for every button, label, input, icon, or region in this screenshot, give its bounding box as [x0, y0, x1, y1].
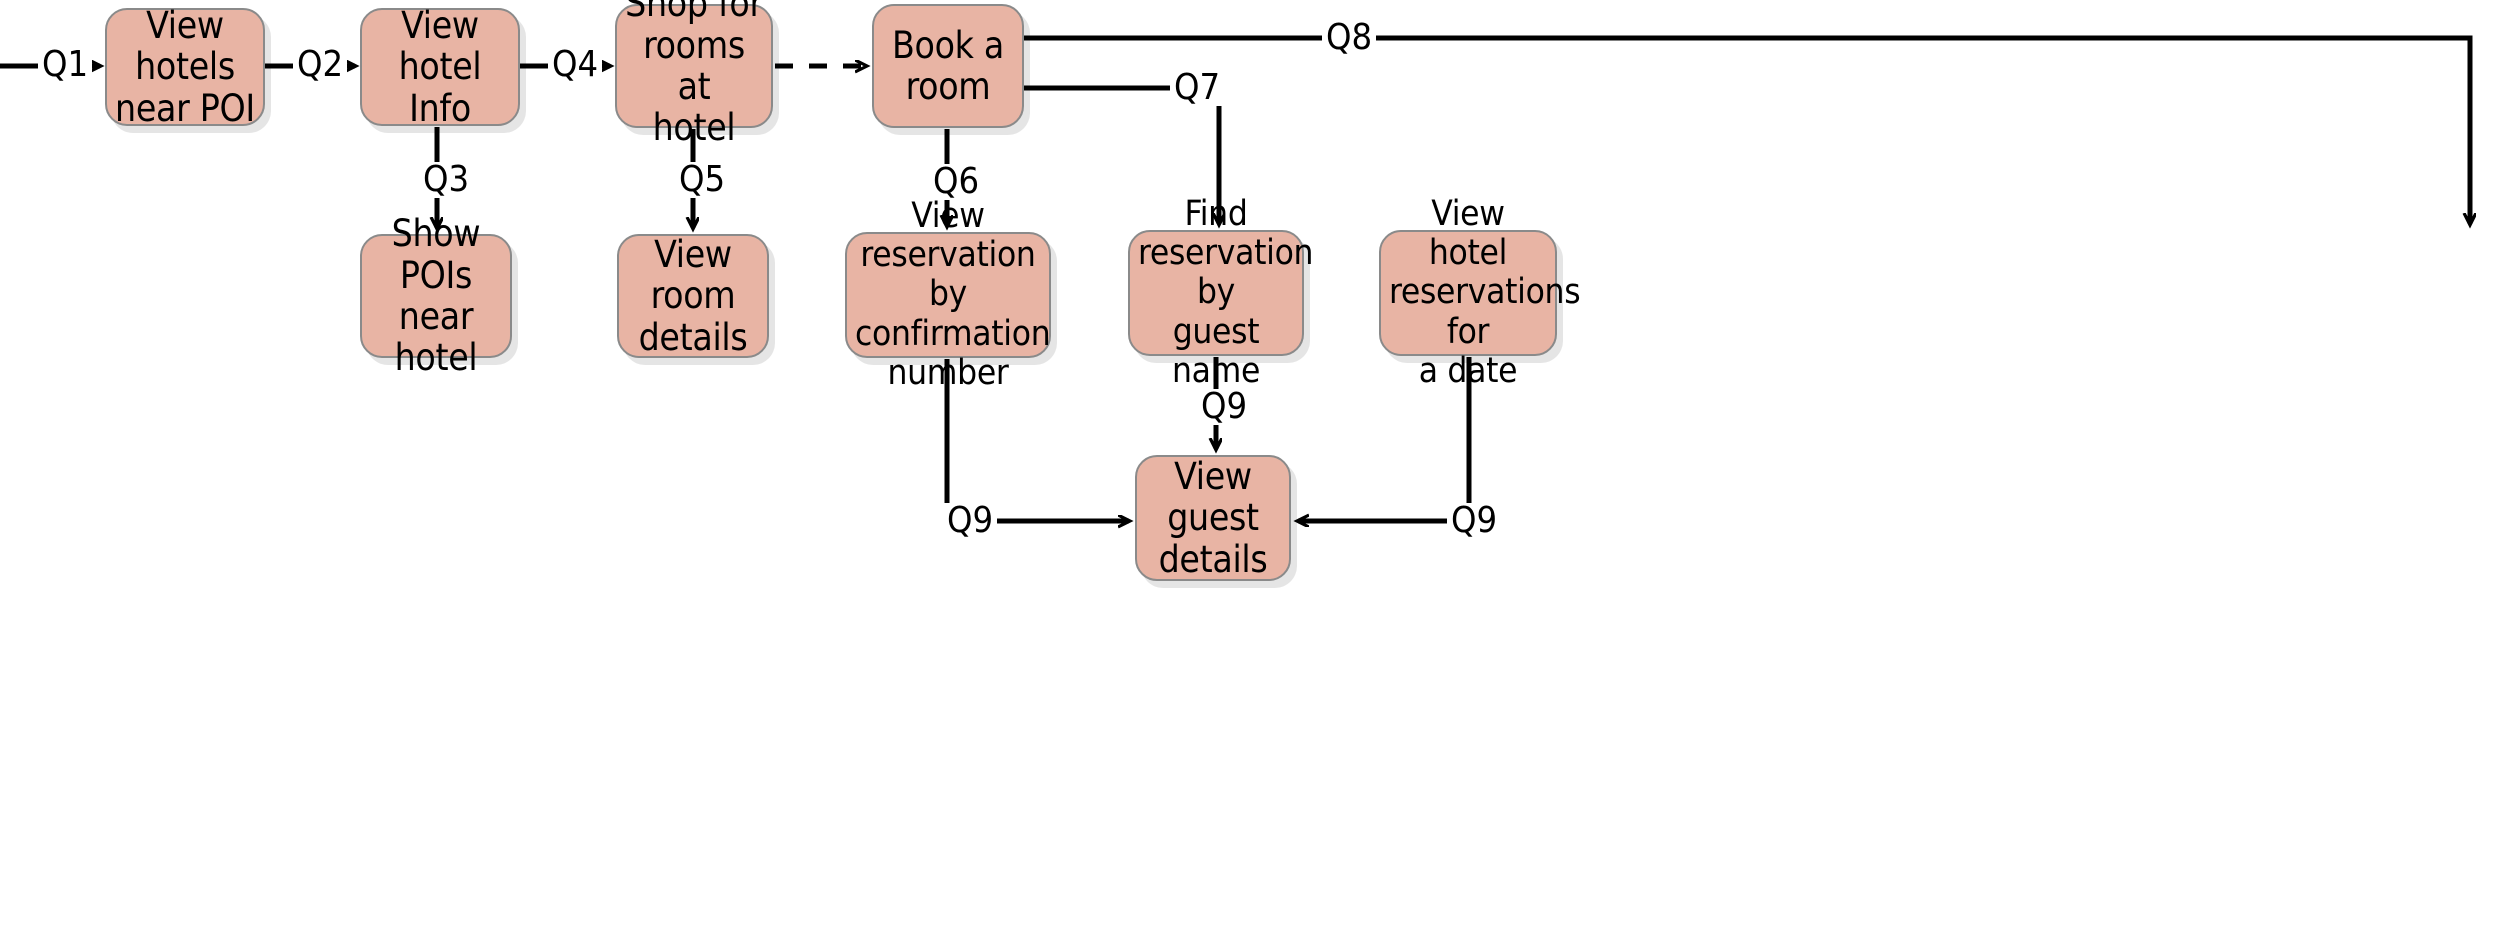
node-label: View guest details: [1158, 454, 1268, 581]
edge-label-q1: Q1: [38, 47, 93, 83]
node-view-hotel-info[interactable]: View hotel Info: [360, 3, 520, 130]
edge-book-room-to-hotel-reservations: [1024, 35, 2470, 224]
node-label: View room details: [638, 232, 748, 359]
node-book-a-room[interactable]: Book a room: [872, 4, 1024, 128]
node-label: View hotel Info: [398, 3, 482, 130]
node-view-room-details[interactable]: View room details: [617, 234, 769, 358]
edge-label-q7: Q7: [1170, 70, 1225, 106]
node-label: Find reservation by guest name: [1138, 194, 1314, 391]
node-view-reservation-by-confirmation-number[interactable]: View reservation by confirmation number: [845, 196, 1051, 392]
node-label: View reservation by confirmation number: [855, 196, 1051, 393]
edge-label-q4: Q4: [548, 47, 603, 83]
edge-label-q3: Q3: [419, 162, 474, 198]
node-find-reservation-by-guest-name[interactable]: Find reservation by guest name: [1128, 194, 1314, 390]
edge-label-q2: Q2: [293, 47, 348, 83]
node-label: Book a room: [891, 23, 1004, 108]
node-view-hotels-near-poi[interactable]: View hotels near POI: [105, 3, 265, 130]
node-label: Show POIs near hotel: [391, 212, 481, 380]
node-show-pois-near-hotel[interactable]: Show POIs near hotel: [360, 213, 512, 379]
node-view-hotel-reservations-for-a-date[interactable]: View hotel reservations for a date: [1379, 194, 1581, 390]
node-label: Shop for rooms at hotel: [625, 0, 763, 150]
edge-label-q9-from-guest-name: Q9: [1197, 389, 1252, 425]
node-label: View hotel reservations for a date: [1389, 194, 1581, 391]
edge-label-q6: Q6: [929, 164, 984, 200]
edge-label-q8: Q8: [1322, 20, 1377, 56]
edge-label-q5: Q5: [675, 162, 730, 198]
node-label: View hotels near POI: [115, 3, 255, 130]
edge-label-q9-from-hotel-reservations: Q9: [1447, 503, 1502, 539]
node-shop-for-rooms[interactable]: Shop for rooms at hotel: [615, 0, 773, 149]
edge-label-q9-from-confirmation: Q9: [943, 503, 998, 539]
node-view-guest-details[interactable]: View guest details: [1135, 455, 1291, 581]
